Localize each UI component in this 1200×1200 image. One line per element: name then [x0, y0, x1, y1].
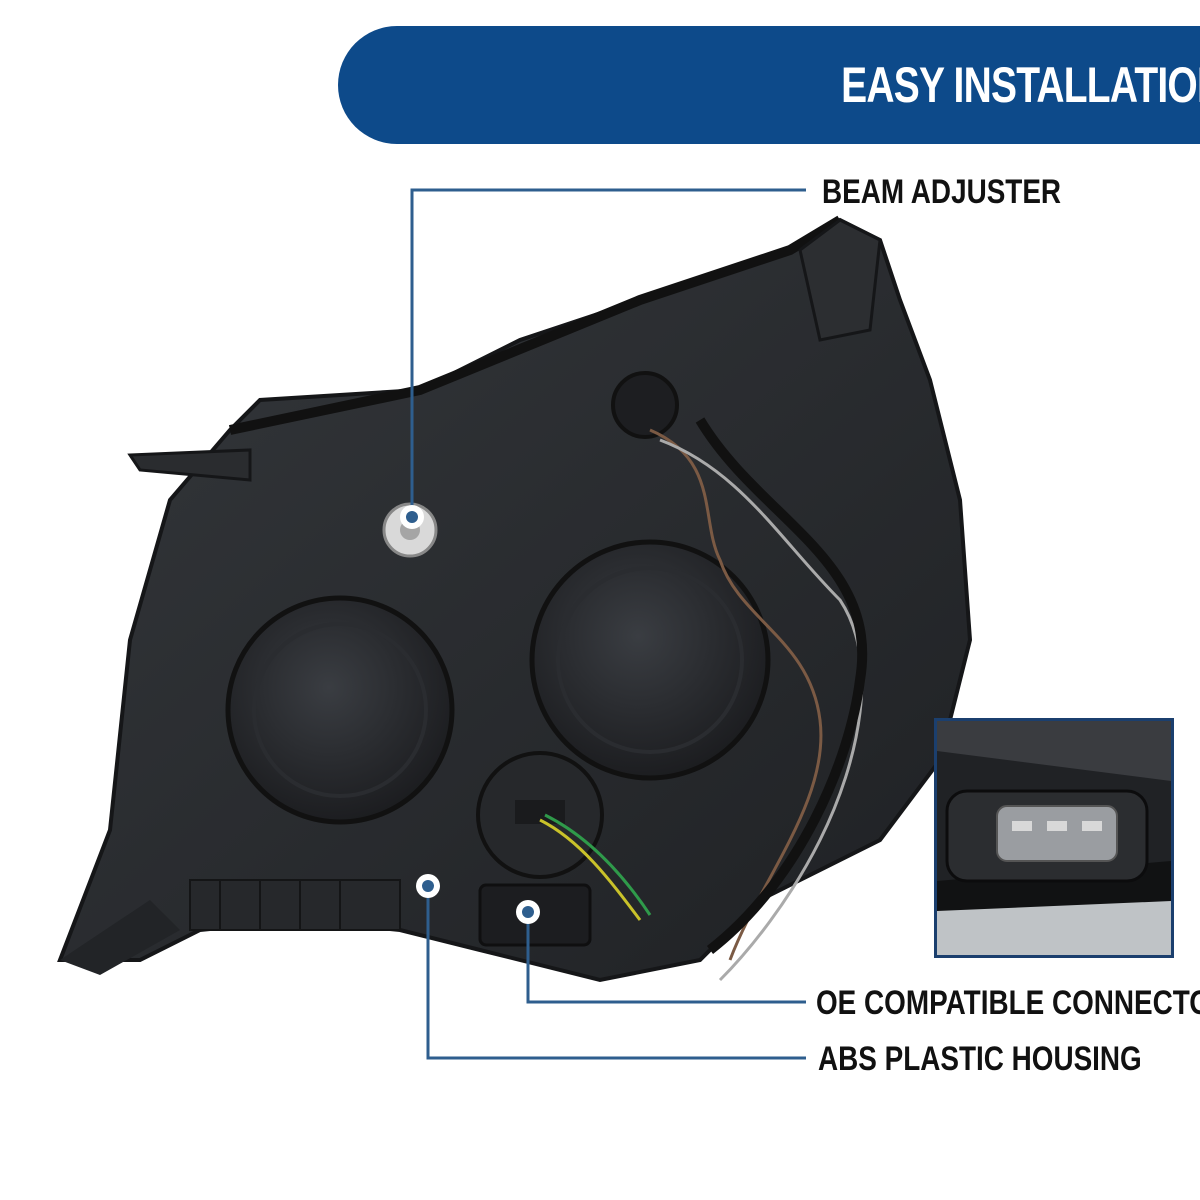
beam-adjuster-label: BEAM ADJUSTER [822, 173, 1062, 211]
housing-label: ABS PLASTIC HOUSING [818, 1040, 1142, 1078]
banner-title: EASY INSTALLATION [840, 57, 1200, 113]
connector-label: OE COMPATIBLE CONNECTOR [816, 984, 1200, 1022]
header-banner: EASY INSTALLATION [338, 26, 1200, 144]
connector-closeup-image [934, 718, 1174, 958]
connector-closeup-illustration [937, 721, 1171, 955]
